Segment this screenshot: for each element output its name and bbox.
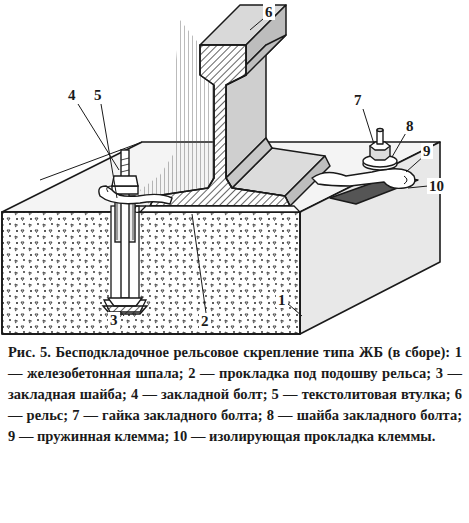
- callout-number: 7: [352, 92, 364, 108]
- leader-lines: [363, 109, 374, 144]
- callout-number: 5: [92, 87, 104, 103]
- sleeper: [2, 212, 300, 334]
- right-fastening: [312, 169, 415, 189]
- sleeper: [2, 212, 300, 334]
- rail: [140, 5, 330, 206]
- callout-number: 9: [421, 143, 433, 159]
- rail: [226, 138, 272, 188]
- leader-lines: [250, 19, 263, 30]
- left-fastening: [112, 176, 138, 186]
- left-fastening: [107, 186, 112, 192]
- callout-number: 2: [199, 313, 211, 329]
- leader-lines: [78, 19, 428, 316]
- rail-pad: [135, 206, 300, 212]
- leader-lines: [78, 104, 119, 170]
- right-fastening: [377, 129, 383, 132]
- leader-lines: [408, 186, 428, 188]
- sleeper: [2, 333, 300, 335]
- callout-number: 10: [427, 178, 446, 194]
- leader-lines: [192, 214, 206, 313]
- callout-number: 6: [263, 4, 275, 20]
- rail-pad: [140, 206, 300, 212]
- left-fastening: [117, 200, 118, 240]
- leader-lines: [392, 131, 407, 157]
- rail: [150, 45, 290, 206]
- left-fastening: [99, 186, 172, 204]
- left-fastening: [108, 298, 142, 306]
- callout-number: 3: [108, 312, 120, 328]
- left-fastening: [99, 150, 172, 314]
- leader-lines: [101, 104, 117, 198]
- rail: [150, 45, 290, 206]
- callout-number: 1: [276, 292, 288, 308]
- left-fastening: [133, 200, 134, 240]
- right-fastening: [312, 129, 418, 205]
- leader-lines: [120, 311, 124, 316]
- leader-lines: [287, 303, 302, 316]
- rail-pad: [135, 206, 146, 212]
- callout-number: 8: [404, 118, 416, 134]
- left-fastening: [121, 150, 129, 298]
- caption-text: Рис. 5. Бесподкладочное рельсовое скрепл…: [8, 344, 462, 444]
- figure-caption: Рис. 5. Бесподкладочное рельсовое скрепл…: [8, 342, 462, 447]
- right-fastening: [404, 176, 407, 184]
- callout-number: 4: [66, 87, 78, 103]
